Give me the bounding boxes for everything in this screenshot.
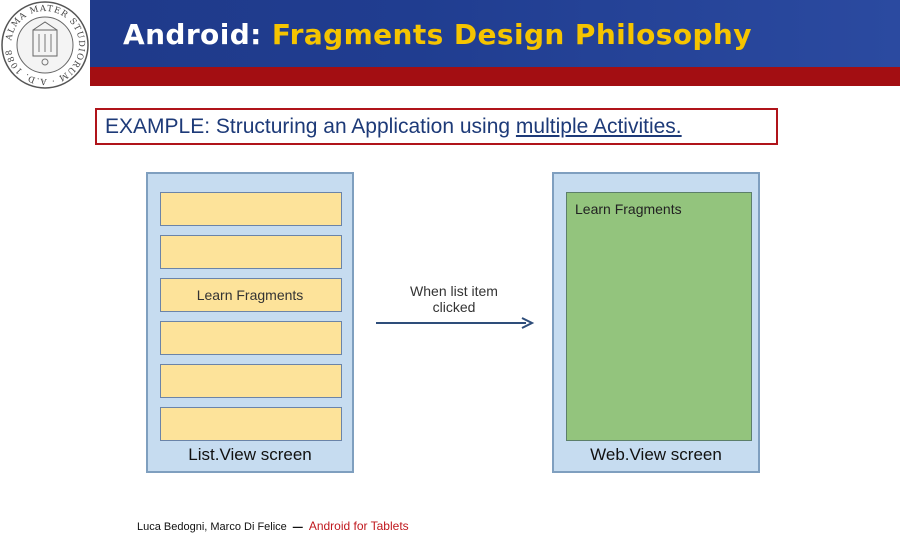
webview-screen-label: Web.View screen xyxy=(590,445,722,464)
title-main: Fragments Design Philosophy xyxy=(271,18,752,51)
list-item-learn-fragments[interactable]: Learn Fragments xyxy=(160,278,342,312)
list-item[interactable] xyxy=(160,321,342,355)
title-prefix: Android: xyxy=(123,18,262,51)
header-stripe xyxy=(90,67,900,86)
example-description: : Structuring an Application using xyxy=(204,115,516,138)
list-item[interactable] xyxy=(160,192,342,226)
list-item[interactable] xyxy=(160,364,342,398)
list-item[interactable] xyxy=(160,407,342,441)
listview-screen: Learn Fragments List.View screen xyxy=(146,172,354,473)
footer: Luca Bedogni, Marco Di Felice–Android fo… xyxy=(137,514,409,536)
footer-separator: – xyxy=(292,516,303,536)
arrow-label: When list item clicked xyxy=(410,283,498,315)
footer-topic: Android for Tablets xyxy=(308,519,409,533)
footer-authors: Luca Bedogni, Marco Di Felice xyxy=(137,521,287,533)
example-box: EXAMPLE: Structuring an Application usin… xyxy=(95,108,778,145)
listview-screen-label: List.View screen xyxy=(188,445,312,464)
page-title: Android: Fragments Design Philosophy xyxy=(123,18,752,51)
webview-content-label: Learn Fragments xyxy=(575,201,682,217)
webview-content: Learn Fragments xyxy=(566,192,752,441)
university-seal-icon: ALMA MATER STUDIORUM · A.D. 1088 xyxy=(1,1,89,89)
example-link[interactable]: multiple Activities. xyxy=(515,115,682,138)
webview-screen: Learn Fragments Web.View screen xyxy=(552,172,760,473)
right-arrow-icon xyxy=(376,317,535,329)
example-label: EXAMPLE xyxy=(105,115,205,138)
list-item[interactable] xyxy=(160,235,342,269)
example-text: EXAMPLE: Structuring an Application usin… xyxy=(105,115,682,139)
header-band xyxy=(90,0,900,67)
